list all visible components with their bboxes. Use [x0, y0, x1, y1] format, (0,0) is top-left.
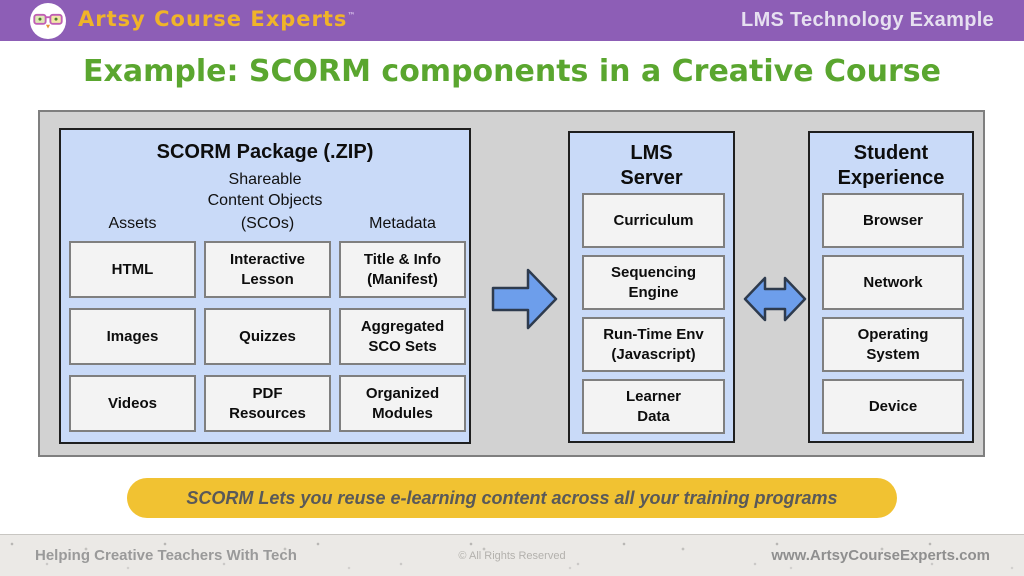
brand-text: Artsy Course Experts: [78, 7, 348, 31]
cell-html: HTML: [69, 241, 196, 298]
column-header-assets: Assets: [108, 215, 157, 232]
cell-runtime-env: Run-Time Env (Javascript): [582, 317, 725, 372]
student-experience-box: Student Experience Browser Network Opera…: [808, 131, 974, 443]
cell-operating-system: Operating System: [822, 317, 964, 372]
key-message-banner: SCORM Lets you reuse e-learning content …: [127, 478, 897, 518]
cell-sequencing-engine: Sequencing Engine: [582, 255, 725, 310]
cell-browser: Browser: [822, 193, 964, 248]
page-title: Example: SCORM components in a Creative …: [83, 54, 941, 89]
column-header-metadata: Metadata: [369, 215, 436, 232]
cell-curriculum: Curriculum: [582, 193, 725, 248]
footer-bar: Helping Creative Teachers With Tech © Al…: [0, 534, 1024, 576]
cell-device: Device: [822, 379, 964, 434]
scorm-package-subtitle: Shareable Content Objects: [207, 171, 323, 209]
right-arrow-icon: [491, 268, 558, 330]
cell-videos: Videos: [69, 375, 196, 432]
column-header-scos: (SCOs): [240, 215, 295, 232]
owl-icon: [31, 4, 65, 38]
cell-aggregated-sco-sets: Aggregated SCO Sets: [339, 308, 466, 365]
cell-title-info-manifest: Title & Info (Manifest): [339, 241, 466, 298]
header-title: LMS Technology Example: [741, 9, 994, 31]
cell-network: Network: [822, 255, 964, 310]
scorm-package-box: SCORM Package (.ZIP) Shareable Content O…: [59, 128, 471, 444]
cell-images: Images: [69, 308, 196, 365]
lms-server-title: LMS Server: [620, 142, 683, 189]
cell-quizzes: Quizzes: [204, 308, 331, 365]
brand-logo: [30, 3, 66, 39]
footer-website: www.ArtsyCourseExperts.com: [771, 547, 990, 564]
trademark-mark: ™: [347, 11, 356, 20]
key-message-text: SCORM Lets you reuse e-learning content …: [186, 487, 838, 508]
cell-organized-modules: Organized Modules: [339, 375, 466, 432]
brand-name: Artsy Course Experts™: [78, 7, 355, 31]
cell-pdf-resources: PDF Resources: [204, 375, 331, 432]
diagram-panel: SCORM Package (.ZIP) Shareable Content O…: [38, 110, 985, 457]
footer-tagline: Helping Creative Teachers With Tech: [35, 547, 297, 564]
student-experience-title: Student Experience: [837, 142, 945, 189]
header-bar: Artsy Course Experts™ LMS Technology Exa…: [0, 0, 1024, 41]
cell-interactive-lesson: Interactive Lesson: [204, 241, 331, 298]
footer-copyright: © All Rights Reserved: [458, 550, 566, 562]
lms-server-box: LMS Server Curriculum Sequencing Engine …: [568, 131, 735, 443]
cell-learner-data: Learner Data: [582, 379, 725, 434]
left-right-arrow-icon: [743, 276, 807, 322]
scorm-package-title: SCORM Package (.ZIP): [156, 141, 374, 163]
